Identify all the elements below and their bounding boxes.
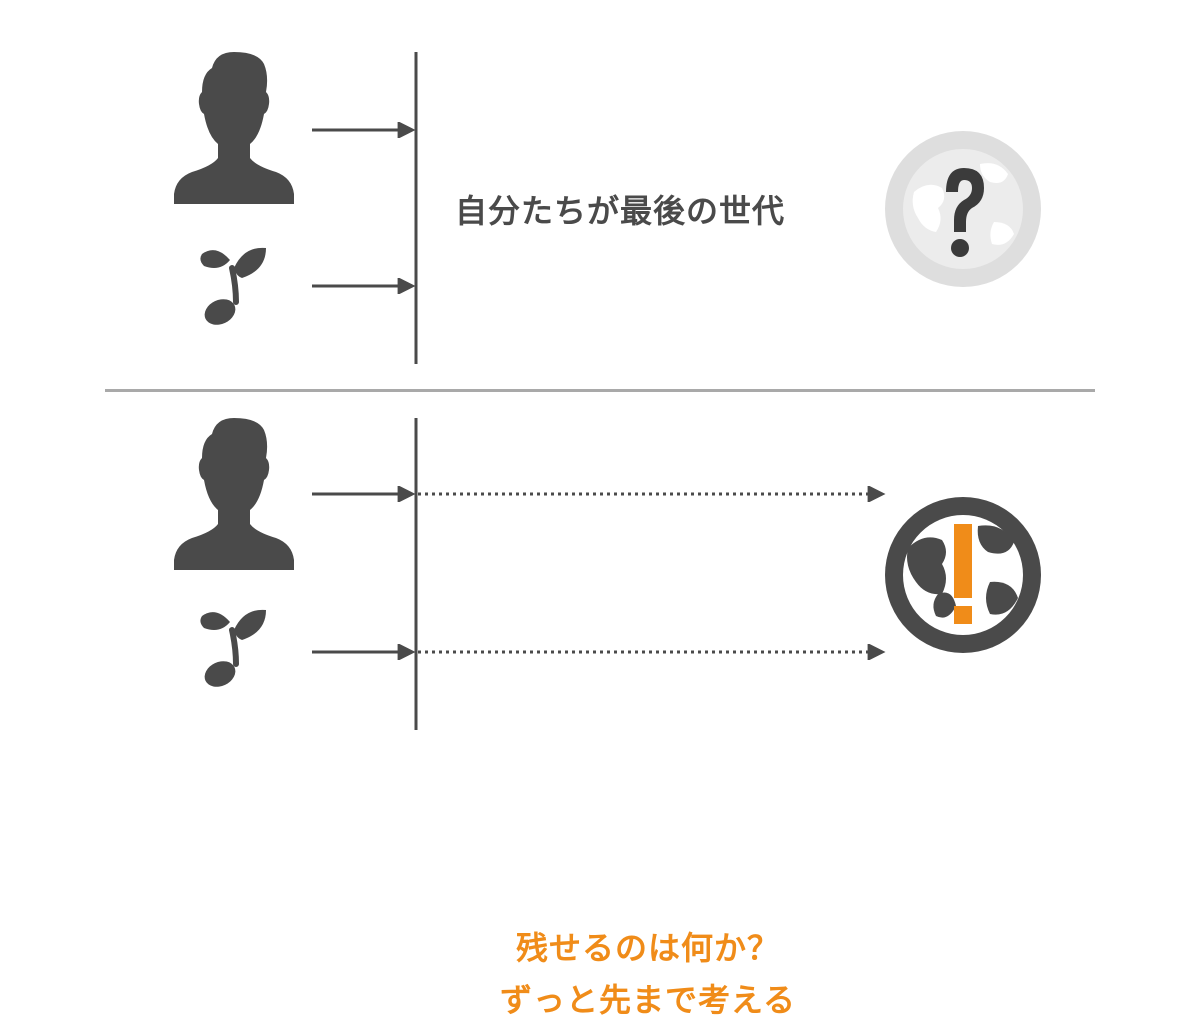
dotted-arrow-person-to-future	[418, 486, 886, 502]
bottom-message: 残せるのは何か？ ずっと先まで考える	[463, 922, 833, 1026]
bottom-section: 残せるのは何か？ ずっと先まで考える	[0, 392, 1200, 1019]
top-section: 自分たちが最後の世代	[0, 0, 1200, 390]
barrier-line	[414, 418, 418, 730]
person-icon	[174, 52, 294, 204]
bottom-message-line1: 残せるのは何か？	[515, 929, 780, 967]
arrow-sprout-to-barrier	[312, 278, 416, 294]
sprout-icon	[200, 609, 266, 687]
section-divider	[105, 389, 1095, 392]
dotted-arrow-sprout-to-future	[418, 644, 886, 660]
bottom-message-line2: ずっと先まで考える	[499, 981, 797, 1019]
barrier-line	[414, 52, 418, 364]
arrow-person-to-barrier	[312, 486, 416, 502]
person-icon	[174, 418, 294, 570]
arrow-person-to-barrier	[312, 122, 416, 138]
sprout-icon	[200, 247, 266, 325]
arrow-sprout-to-barrier	[312, 644, 416, 660]
top-message: 自分たちが最後の世代	[455, 192, 786, 230]
question-globe-icon	[885, 131, 1041, 287]
exclamation-globe-icon	[885, 497, 1041, 653]
